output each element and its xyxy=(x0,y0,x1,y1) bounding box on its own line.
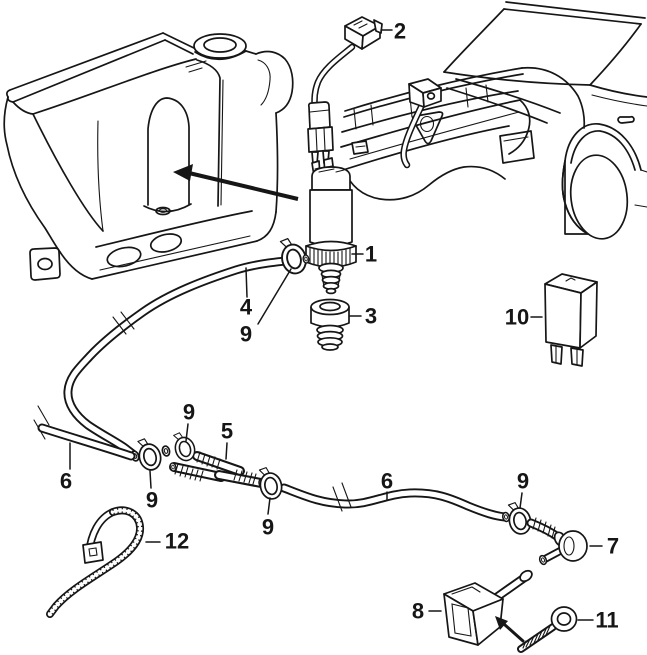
callout-8-washer-jet: 8 xyxy=(412,599,424,624)
hose-6-left xyxy=(33,405,131,456)
jet-pointer-arrow-icon xyxy=(495,616,525,643)
hose-cut-mark xyxy=(332,482,352,512)
check-valve xyxy=(531,517,588,567)
pump-grommet xyxy=(310,298,350,351)
callout-1-washer-pump: 1 xyxy=(365,242,377,267)
callout-9-clamp-right: 9 xyxy=(517,469,529,494)
callout-9-clamp-middle: 9 xyxy=(262,515,274,540)
callout-9-clamp-pump: 9 xyxy=(240,322,252,347)
callout-9-clamp-left-inner: 9 xyxy=(183,400,195,425)
hose-6-right xyxy=(284,482,511,523)
hose-cut-mark xyxy=(112,311,135,335)
callout-6-hose-left: 6 xyxy=(60,469,72,494)
callout-2-harness-connector: 2 xyxy=(394,19,406,44)
callout-4-hose: 4 xyxy=(240,295,253,320)
callout-12-cable-tie: 12 xyxy=(165,529,189,554)
washer-relay xyxy=(544,273,598,367)
hose-clamp xyxy=(255,464,285,502)
washer-jet xyxy=(443,569,533,646)
callout-6-hose-right: 6 xyxy=(381,469,393,494)
cable-tie xyxy=(50,510,140,614)
washer-reservoir xyxy=(3,32,294,281)
mounting-tab xyxy=(29,247,61,281)
callout-9-clamp-left-outer: 9 xyxy=(146,488,158,513)
y-connector xyxy=(168,452,267,489)
hose-clamp xyxy=(504,499,534,537)
callout-7-check-valve: 7 xyxy=(607,534,619,559)
callout-5-y-connector: 5 xyxy=(221,419,233,444)
washer-pump xyxy=(305,157,357,295)
reservoir-pointer-arrow-icon xyxy=(173,164,299,201)
car-front-view xyxy=(340,1,647,240)
callout-leader-lines xyxy=(69,29,603,621)
self-tapping-screw xyxy=(521,606,578,649)
hose-end-ring xyxy=(160,444,172,458)
callout-labels: 1 2 3 4 5 6 6 7 8 9 9 9 9 9 10 11 12 xyxy=(60,19,619,633)
hose-4 xyxy=(68,259,306,463)
callout-10-relay: 10 xyxy=(505,305,529,330)
hood-washer-jet xyxy=(408,78,442,108)
hose-end-ring xyxy=(301,253,311,265)
pump-harness-connector xyxy=(307,16,383,165)
callout-3-grommet: 3 xyxy=(365,304,377,329)
callout-11-screw: 11 xyxy=(595,608,618,633)
hose-clamp xyxy=(134,435,165,474)
hose-cut-mark xyxy=(33,405,50,440)
